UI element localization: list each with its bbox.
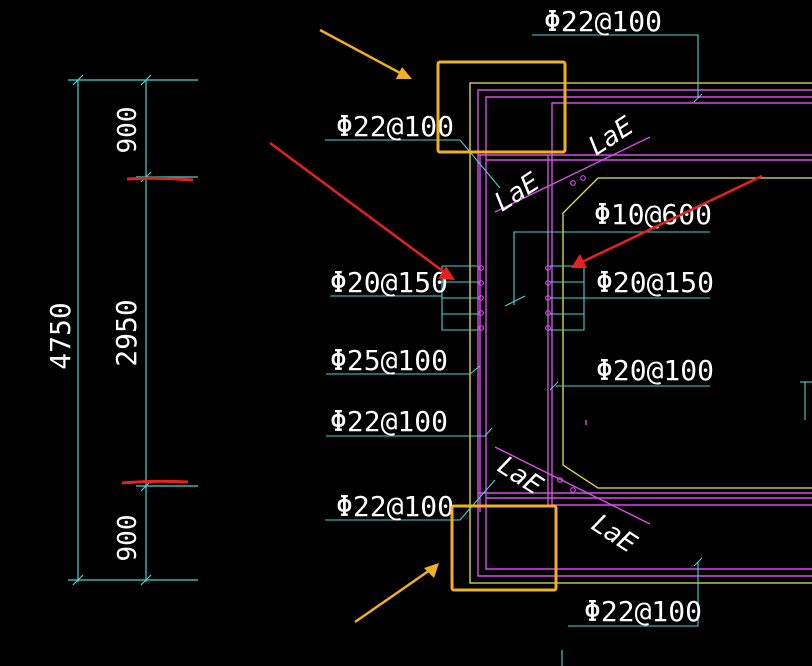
arrow-orange-bottom xyxy=(354,563,439,624)
red-mark-bottom xyxy=(121,479,189,485)
leader-lines xyxy=(325,34,812,666)
label-tie-rebar: Φ10@600 xyxy=(594,198,712,231)
arrow-red-right xyxy=(571,174,763,268)
label-right-side-rebar: Φ20@150 xyxy=(596,266,714,299)
arrow-orange-top xyxy=(319,28,412,79)
concrete-outline xyxy=(469,82,812,584)
label-left-inner-rebar: Φ25@100 xyxy=(330,344,448,377)
highlight-box-bottom xyxy=(450,504,558,592)
dimension-bottom: 900 xyxy=(113,515,143,562)
red-mark-top xyxy=(126,176,194,182)
rebar-lines xyxy=(477,89,812,577)
arrow-red-left xyxy=(269,141,455,280)
label-left-outer-rebar: Φ22@100 xyxy=(330,405,448,438)
label-left-side-rebar: Φ20@150 xyxy=(330,266,448,299)
label-bottom-right-rebar: Φ22@100 xyxy=(584,595,702,628)
label-right-inner-rebar: Φ20@100 xyxy=(596,354,714,387)
dimension-top: 900 xyxy=(113,107,143,154)
label-top-right-rebar: Φ22@100 xyxy=(544,5,662,38)
highlight-box-top xyxy=(436,60,567,154)
label-bottom-left-rebar: Φ22@100 xyxy=(336,490,454,523)
dimension-middle: 2950 xyxy=(110,299,143,366)
dimension-total: 4750 xyxy=(44,302,77,369)
label-top-left-rebar: Φ22@100 xyxy=(336,110,454,143)
